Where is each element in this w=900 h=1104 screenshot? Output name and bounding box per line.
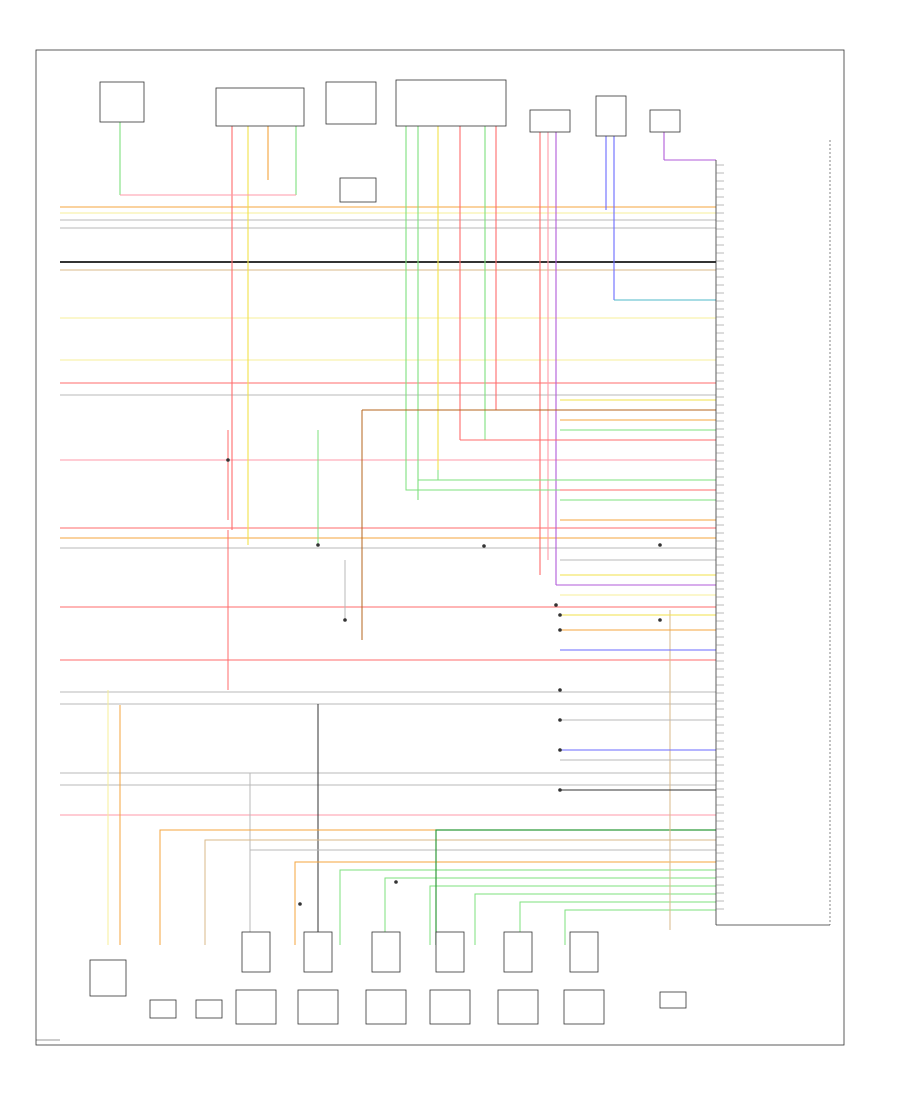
injector-component [563,989,605,1025]
splice-dot [316,543,320,547]
control-module [715,140,831,926]
sensor-component [149,999,177,1019]
splice-dot [226,458,230,462]
coil-component [241,931,271,973]
splice-dot [658,543,662,547]
bottom-components [89,931,687,1025]
injector-wire [384,877,716,945]
splice-dot [482,544,486,548]
injector-wire [294,861,716,945]
component-box-1 [99,81,145,123]
component-box-5 [529,109,571,133]
component-box-8 [339,177,377,203]
signal-wire [405,480,716,491]
diagram-frame [35,49,845,1046]
splice-dot [554,603,558,607]
coil-component [435,931,465,973]
injector-wire [474,893,716,945]
injector-wire [159,829,716,945]
sensor-component [89,959,127,997]
splice-dot [558,688,562,692]
splice-dot [343,618,347,622]
splice-dot [558,613,562,617]
sensor-component [659,991,687,1009]
signal-wire [417,470,716,481]
splice-dot [658,618,662,622]
splice-dot [558,788,562,792]
injector-component [365,989,407,1025]
signal-wire [484,430,716,441]
sensor-component [195,999,223,1019]
component-box-7 [649,109,681,133]
wire-layer [60,120,716,945]
injector-component [235,989,277,1025]
injector-wire [204,839,716,945]
component-box-3 [325,81,377,125]
injector-wire [564,909,716,945]
splice-dot [558,628,562,632]
top-components [99,79,681,203]
splice-dots [226,458,662,906]
injector-component [429,989,471,1025]
coil-component [503,931,533,973]
component-box-2 [215,87,305,127]
splice-dot [394,880,398,884]
coil-component [569,931,599,973]
splice-dot [558,748,562,752]
injector-wire [339,869,716,945]
splice-dot [298,902,302,906]
injector-component [497,989,539,1025]
injector-component [297,989,339,1025]
injector-wire [429,885,716,945]
signal-wire [437,470,716,481]
component-box-4 [395,79,507,127]
coil-component [371,931,401,973]
control-module-pins [716,164,724,910]
injector-wire [249,849,716,945]
splice-dot [558,718,562,722]
component-box-6 [595,95,627,137]
injector-wire [519,901,716,945]
coil-component [303,931,333,973]
injector-wire [435,829,716,945]
